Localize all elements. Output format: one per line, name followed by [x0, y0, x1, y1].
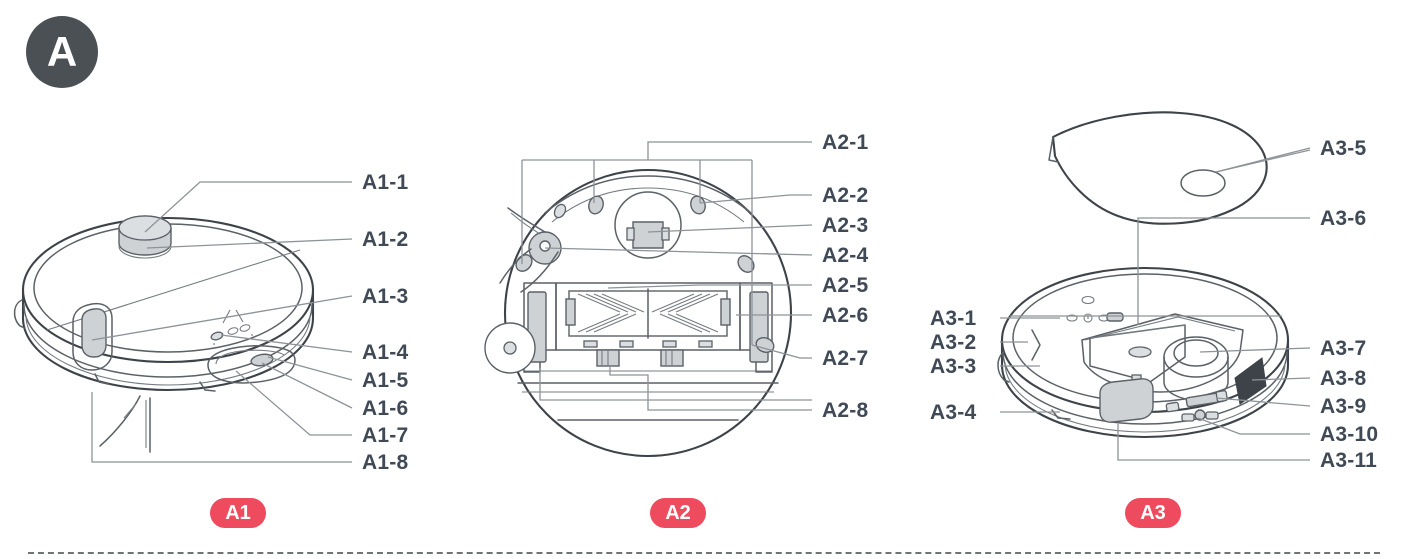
label-a3-7: A3-7: [1320, 337, 1367, 360]
label-a1-3: A1-3: [362, 285, 409, 308]
a3-top-cover: [1048, 111, 1268, 225]
a2-main-brush-housing: [555, 282, 741, 367]
a3-filter-block: [1099, 378, 1154, 423]
view-caption-a1: A1: [210, 498, 266, 528]
label-a2-8: A2-8: [822, 399, 869, 422]
label-a1-8: A1-8: [362, 451, 409, 474]
label-a2-1: A2-1: [822, 131, 869, 154]
label-a1-5: A1-5: [362, 369, 409, 392]
a1-indicator-cluster: [210, 309, 253, 345]
label-a3-2: A3-2: [930, 331, 977, 354]
a3-vent-grille: [1234, 357, 1267, 405]
label-a2-3: A2-3: [822, 214, 869, 237]
a3-control-icons: [1066, 295, 1110, 323]
view-caption-a3-text: A3: [1140, 501, 1166, 524]
label-a3-11: A3-11: [1320, 449, 1378, 472]
label-a2-5: A2-5: [822, 274, 869, 297]
view-caption-a1-text: A1: [225, 501, 251, 524]
label-a3-6: A3-6: [1320, 207, 1367, 230]
label-a3-5: A3-5: [1320, 137, 1367, 160]
a3-robot-body: [997, 266, 1290, 439]
label-a3-1: A3-1: [930, 307, 977, 330]
a3-leader-lines: [1000, 147, 1311, 461]
label-a2-7: A2-7: [822, 347, 869, 370]
label-a3-3: A3-3: [930, 355, 977, 378]
section-badge-letter: A: [46, 28, 78, 75]
view-caption-a3: A3: [1125, 498, 1181, 528]
a3-dustbin-cavity: [1081, 312, 1244, 393]
label-a3-10: A3-10: [1320, 423, 1379, 446]
label-a1-6: A1-6: [362, 397, 409, 420]
label-a1-4: A1-4: [362, 341, 409, 364]
section-badge-a: A: [26, 16, 98, 88]
a1-side-panel: [72, 302, 113, 371]
label-a2-2: A2-2: [822, 184, 869, 207]
label-a2-4: A2-4: [822, 244, 869, 267]
label-a3-8: A3-8: [1320, 367, 1367, 390]
view-caption-a2: A2: [650, 498, 706, 528]
label-a1-2: A1-2: [362, 228, 409, 251]
footer-divider: [28, 552, 1380, 554]
label-a2-6: A2-6: [822, 304, 869, 327]
a2-leader-lines: [521, 141, 813, 411]
view-caption-a2-text: A2: [665, 501, 691, 524]
a1-side-brush: [99, 395, 151, 453]
a1-lidar-turret: [118, 215, 172, 259]
label-a1-1: A1-1: [362, 171, 409, 194]
a1-leader-lines: [91, 181, 353, 463]
a2-robot-underside: [484, 168, 793, 458]
a2-front-caster: [614, 191, 682, 259]
a2-caster-wheel: [484, 322, 536, 374]
label-a1-7: A1-7: [362, 424, 409, 447]
label-a3-4: A3-4: [930, 401, 977, 424]
label-a3-9: A3-9: [1320, 395, 1367, 418]
a1-robot-body: [13, 215, 315, 453]
